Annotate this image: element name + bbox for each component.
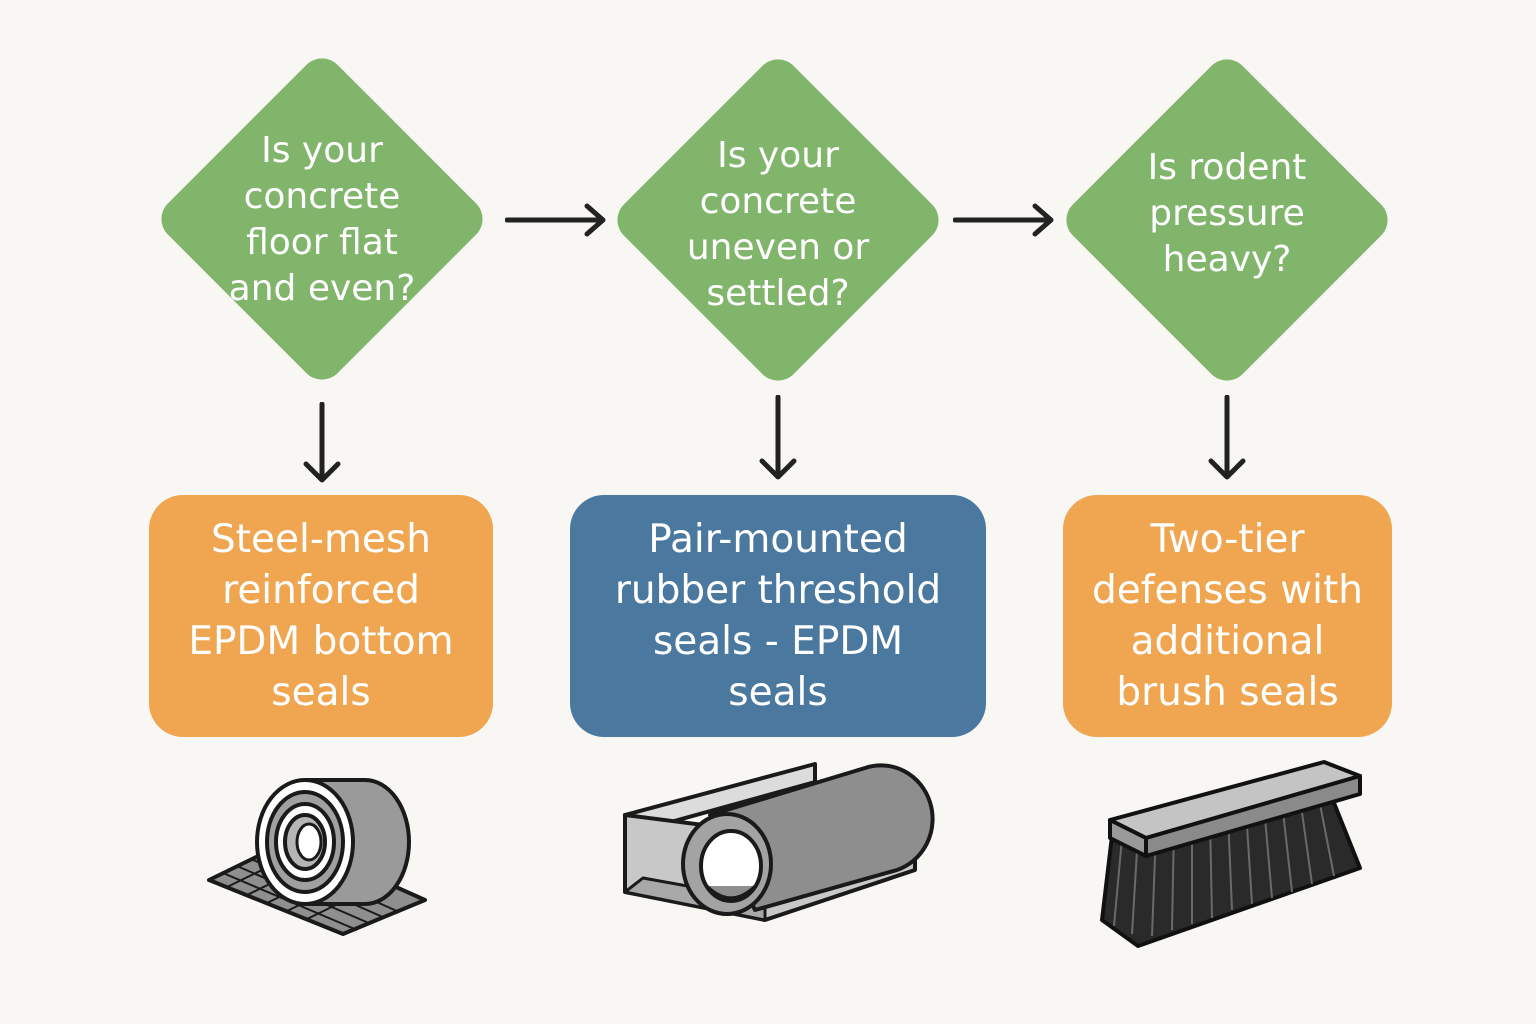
arrow-down-3: [1208, 395, 1246, 480]
outcome-text-1: Steel-mesh reinforced EPDM bottom seals: [188, 517, 454, 715]
arrow-right-1: [505, 203, 606, 237]
outcome-box-2: Pair-mounted rubber threshold seals - EP…: [570, 495, 986, 737]
steel-mesh-roll-icon: [207, 778, 427, 936]
outcome-box-1: Steel-mesh reinforced EPDM bottom seals: [149, 495, 493, 737]
arrow-right-2: [953, 203, 1054, 237]
decision-text-3: Is rodent pressure heavy?: [1147, 147, 1307, 280]
arrow-down-1: [303, 402, 341, 483]
arrow-down-2: [759, 395, 797, 480]
decision-text-2: Is your concrete uneven or settled?: [686, 135, 870, 314]
outcome-text-2: Pair-mounted rubber threshold seals - EP…: [614, 517, 942, 715]
outcome-box-3: Two-tier defenses with additional brush …: [1063, 495, 1392, 737]
outcome-text-3: Two-tier defenses with additional brush …: [1092, 517, 1363, 715]
rubber-threshold-seal-icon: [623, 762, 935, 922]
decision-text-1: Is your concrete floor flat and even?: [228, 130, 416, 309]
brush-seal-icon: [1100, 760, 1362, 948]
